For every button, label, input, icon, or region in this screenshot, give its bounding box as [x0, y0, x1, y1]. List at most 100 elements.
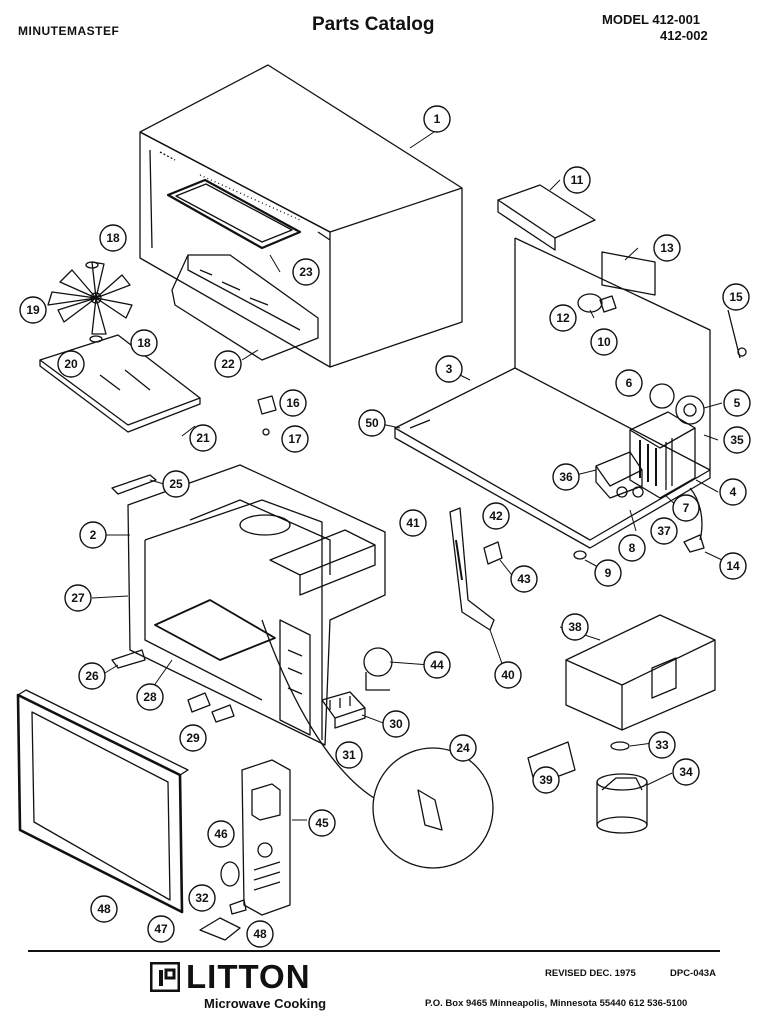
callout-39: 39	[532, 766, 560, 794]
callout-22: 22	[214, 350, 242, 378]
callout-circle	[618, 534, 646, 562]
callout-number: 8	[629, 541, 636, 555]
part-air-guide	[171, 254, 319, 361]
callout-number: 6	[626, 376, 633, 390]
callout-number: 9	[605, 566, 612, 580]
callout-32: 32	[188, 884, 216, 912]
callout-number: 31	[342, 748, 356, 762]
part-bottom-plate	[39, 334, 201, 433]
callout-circle	[147, 915, 175, 943]
callout-21: 21	[189, 424, 217, 452]
company-name: LITTON	[186, 958, 311, 995]
callout-circle	[64, 584, 92, 612]
callout-circle	[494, 661, 522, 689]
callout-number: 30	[389, 717, 403, 731]
callout-circle	[510, 565, 538, 593]
part-hinge	[111, 649, 146, 669]
model-number: MODEL 412-001	[602, 12, 701, 27]
part-transformer	[595, 451, 644, 499]
callout-circle	[650, 517, 678, 545]
callout-circle	[136, 683, 164, 711]
part-latch	[187, 692, 235, 723]
callout-number: 43	[517, 572, 531, 586]
callout-circle	[594, 559, 622, 587]
callout-number: 47	[154, 922, 168, 936]
callout-11: 11	[563, 166, 591, 194]
callout-47: 47	[147, 915, 175, 943]
callout-circle	[207, 820, 235, 848]
callout-number: 18	[137, 336, 151, 350]
callout-circle	[188, 884, 216, 912]
callout-circle	[19, 296, 47, 324]
callout-circle	[672, 758, 700, 786]
part-foot	[573, 550, 587, 560]
callout-41: 41	[399, 509, 427, 537]
callout-number: 18	[106, 231, 120, 245]
callout-36: 36	[552, 463, 580, 491]
callout-number: 34	[679, 765, 693, 779]
callout-circle	[435, 355, 463, 383]
callout-circle	[423, 651, 451, 679]
callout-29: 29	[179, 724, 207, 752]
callout-number: 28	[143, 690, 157, 704]
part-door-latch	[199, 917, 241, 941]
callout-circle	[723, 389, 751, 417]
callout-circle	[552, 463, 580, 491]
part-oven-cavity	[127, 464, 386, 746]
company-division: Microwave Cooking	[204, 996, 327, 1011]
callout-number: 5	[734, 396, 741, 410]
callout-number: 13	[660, 241, 674, 255]
part-thermal-switch	[257, 395, 277, 436]
callout-4: 4	[719, 478, 747, 506]
callout-circle	[672, 494, 700, 522]
callout-31: 31	[335, 741, 363, 769]
model-number-alt: 412-002	[660, 28, 708, 43]
callout-circle	[130, 329, 158, 357]
callout-number: 24	[456, 741, 470, 755]
callout-circle	[279, 389, 307, 417]
callout-circle	[563, 166, 591, 194]
document-number: DPC-043A	[670, 968, 716, 979]
callout-circle	[179, 724, 207, 752]
callout-circle	[482, 502, 510, 530]
callout-33: 33	[648, 731, 676, 759]
part-fan-blade	[47, 261, 133, 335]
callout-44: 44	[423, 651, 451, 679]
callout-number: 14	[726, 559, 740, 573]
callout-number: 16	[286, 396, 300, 410]
callout-8: 8	[618, 534, 646, 562]
callout-18: 18	[130, 329, 158, 357]
callout-circle	[78, 662, 106, 690]
callout-25: 25	[162, 470, 190, 498]
callout-40: 40	[494, 661, 522, 689]
litton-logo-icon	[150, 962, 180, 992]
callout-18: 18	[99, 224, 127, 252]
callout-number: 33	[655, 738, 669, 752]
callout-number: 10	[597, 335, 611, 349]
part-magnetron	[629, 411, 696, 499]
callout-12: 12	[549, 304, 577, 332]
callout-circle	[590, 328, 618, 356]
part-washer	[610, 741, 630, 751]
callout-number: 41	[406, 516, 420, 530]
callout-circle	[549, 304, 577, 332]
revision-date: REVISED DEC. 1975	[545, 968, 636, 979]
footer-rule	[28, 950, 720, 952]
callout-19: 19	[19, 296, 47, 324]
callout-circle	[449, 734, 477, 762]
callout-circle	[723, 426, 751, 454]
callout-circle	[162, 470, 190, 498]
callout-35: 35	[723, 426, 751, 454]
callout-23: 23	[292, 258, 320, 286]
callout-number: 15	[729, 290, 743, 304]
part-lamp-socket	[599, 295, 617, 313]
part-outer-cabinet	[139, 64, 463, 368]
brand-name: MINUTEMASTEF	[18, 24, 120, 38]
callout-number: 1	[434, 112, 441, 126]
callout-28: 28	[136, 683, 164, 711]
callout-2: 2	[79, 521, 107, 549]
callout-circle	[399, 509, 427, 537]
callout-6: 6	[615, 369, 643, 397]
callout-circle	[246, 920, 274, 948]
callout-circle	[292, 258, 320, 286]
